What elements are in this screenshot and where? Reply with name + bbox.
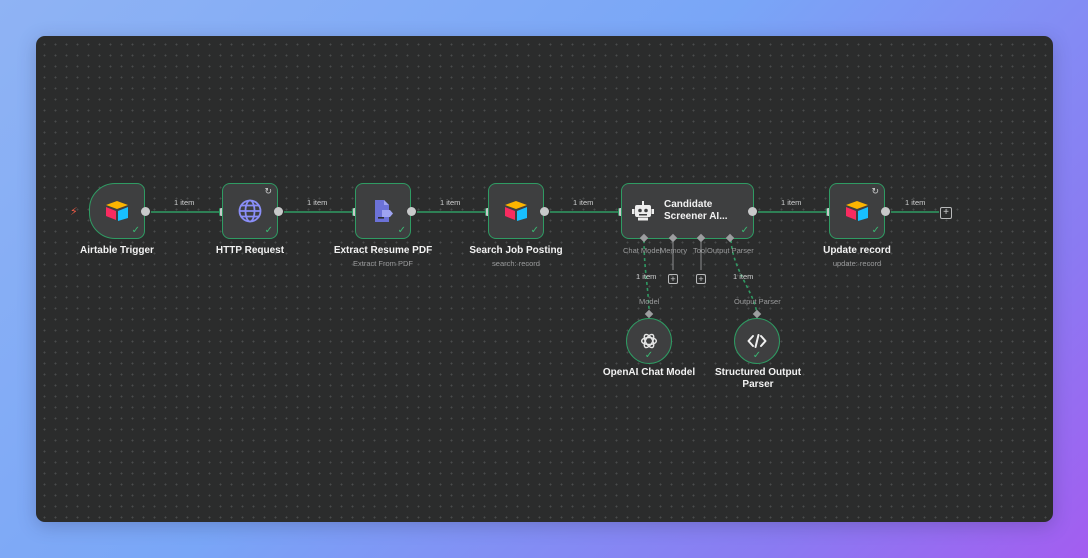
edge-label-model: 1 item (636, 272, 657, 281)
openai-chat-model-label: OpenAI Chat Model (602, 367, 696, 378)
edge-label-5: 1 item (781, 198, 802, 207)
output-port[interactable] (881, 207, 890, 216)
add-node-button[interactable]: + (940, 207, 952, 219)
output-parser-slot-label: Output Parser (707, 246, 754, 255)
openai-icon (640, 333, 658, 349)
edge-label-6: 1 item (905, 198, 926, 207)
success-check-icon: ✓ (530, 225, 539, 236)
search-job-posting-label: Search Job Posting (469, 245, 563, 256)
airtable-icon (846, 201, 868, 221)
code-icon (747, 334, 767, 348)
airtable-trigger-label: Airtable Trigger (80, 245, 154, 256)
trigger-bolt-icon: ⚡ (70, 206, 78, 218)
connection-parser-agent (730, 239, 758, 315)
extract-resume-pdf-label: Extract Resume PDF (333, 245, 433, 256)
output-port[interactable] (274, 207, 283, 216)
structured-output-parser-node[interactable]: ✓ (734, 318, 780, 364)
candidate-screener-agent-node[interactable]: Candidate Screener AI... ✓ (621, 183, 754, 239)
extract-resume-pdf-node[interactable]: ✓ (355, 183, 411, 239)
openai-chat-model-node[interactable]: ✓ (626, 318, 672, 364)
workflow-canvas[interactable]: ⚡ ✓ Airtable Trigger 1 item ↻ ✓ HTTP Req… (36, 36, 1053, 522)
airtable-icon (505, 201, 527, 221)
success-check-icon: ✓ (644, 350, 654, 361)
edge-label-3: 1 item (440, 198, 461, 207)
retry-icon: ↻ (871, 186, 879, 196)
success-check-icon: ✓ (131, 225, 140, 236)
output-port[interactable] (407, 207, 416, 216)
success-check-icon: ✓ (871, 225, 880, 236)
airtable-icon (106, 201, 128, 221)
search-job-posting-node[interactable]: ✓ (488, 183, 544, 239)
output-port[interactable] (141, 207, 150, 216)
model-target-label: Model (639, 297, 660, 306)
parser-target-label: Output Parser (734, 297, 781, 306)
agent-label-line1: Candidate (664, 199, 713, 210)
output-port[interactable] (748, 207, 757, 216)
parser-label-line1: Structured Output (714, 367, 802, 378)
add-memory-button[interactable]: + (668, 274, 678, 284)
edge-label-2: 1 item (307, 198, 328, 207)
success-check-icon: ✓ (740, 225, 749, 236)
robot-icon (632, 201, 654, 221)
edge-label-1: 1 item (174, 198, 195, 207)
update-record-node[interactable]: ↻ ✓ (829, 183, 885, 239)
tool-slot-label: Tool (693, 246, 707, 255)
http-request-label: HTTP Request (215, 245, 285, 256)
success-check-icon: ✓ (264, 225, 273, 236)
search-job-posting-subtitle: search: record (492, 259, 540, 268)
parser-label-line2: Parser (742, 379, 774, 390)
http-request-node[interactable]: ↻ ✓ (222, 183, 278, 239)
agent-label-line2: Screener AI... (664, 211, 728, 222)
airtable-trigger-node[interactable]: ✓ (89, 183, 145, 239)
chat-model-slot-label: Chat Model (623, 246, 662, 255)
update-record-label: Update record (823, 245, 891, 256)
extract-resume-pdf-subtitle: Extract From PDF (352, 259, 413, 268)
connection-openai-agent (643, 239, 650, 315)
file-extract-icon (375, 200, 393, 222)
success-check-icon: ✓ (752, 350, 762, 361)
edge-label-parser: 1 item (733, 272, 754, 281)
edge-label-4: 1 item (573, 198, 594, 207)
structured-output-parser-label: Structured Output Parser (698, 367, 818, 391)
update-record-subtitle: update: record (832, 259, 882, 268)
add-tool-button[interactable]: + (696, 274, 706, 284)
output-port[interactable] (540, 207, 549, 216)
retry-icon: ↻ (264, 186, 272, 196)
memory-slot-label: Memory (660, 246, 688, 255)
success-check-icon: ✓ (397, 225, 406, 236)
connections-layer (151, 208, 939, 315)
globe-icon (238, 199, 262, 223)
